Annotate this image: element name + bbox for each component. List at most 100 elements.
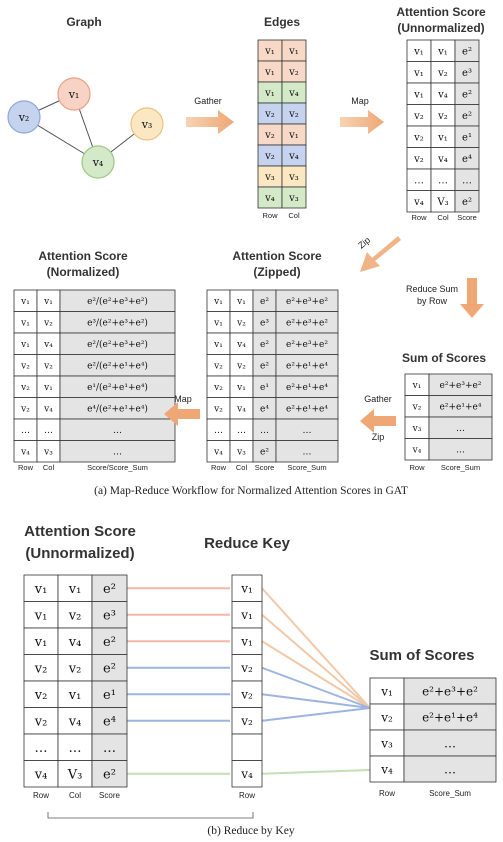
zipped-cell-text: v₄ bbox=[213, 447, 223, 457]
caption-a: (a) Map-Reduce Workflow for Normalized A… bbox=[94, 485, 408, 497]
zipped-subtitle: (Zipped) bbox=[253, 265, 300, 279]
unnorm-b-cell-text: e³ bbox=[103, 608, 116, 623]
reduce-key-cell-text: v₂ bbox=[240, 661, 253, 675]
reduce-key-cell-text: v₁ bbox=[240, 635, 253, 649]
zipped-cell-text: e² bbox=[260, 340, 269, 350]
sum-b-cell bbox=[403, 703, 497, 731]
normalized-cell-text: v₁ bbox=[20, 318, 30, 328]
reduce-label-line2: by Row bbox=[417, 296, 448, 306]
normalized-cell-text: … bbox=[21, 426, 30, 436]
zipped-cell-text: v₁ bbox=[213, 340, 223, 350]
unnorm-b-cell bbox=[57, 760, 93, 788]
unnorm-a-cell-text: … bbox=[462, 175, 472, 186]
normalized-cell-text: v₁ bbox=[43, 297, 53, 307]
sum-b-col-label: Row bbox=[379, 789, 395, 798]
unnorm-b-cell-text: v₂ bbox=[34, 661, 48, 676]
normalized-cell-text: v₂ bbox=[20, 361, 30, 371]
normalized-cell-text: e²/(e²+e¹+e⁴) bbox=[87, 360, 148, 371]
zipped-col-label: Score_Sum bbox=[287, 463, 326, 472]
normalized-cell bbox=[59, 440, 176, 463]
unnorm-b-cell-text: e² bbox=[103, 582, 116, 597]
unnorm-b-cell bbox=[91, 574, 128, 602]
zipped-cell-text: … bbox=[214, 426, 223, 436]
sum-b-cell-text: v₂ bbox=[380, 710, 393, 724]
unnorm-a-cell-text: … bbox=[414, 175, 424, 186]
edges-cell-text: v₂ bbox=[264, 151, 275, 162]
zipped-cell-text: e³ bbox=[260, 318, 269, 328]
normalized-cell-text: … bbox=[113, 447, 122, 457]
edges-cell-text: v₁ bbox=[288, 130, 299, 141]
zipped-cell-text: e²+e³+e² bbox=[286, 318, 328, 328]
sum-b-col-label: Score_Sum bbox=[429, 789, 471, 798]
unnorm-a-cell-text: e² bbox=[462, 197, 472, 208]
zipped-cell-text: e² bbox=[260, 297, 269, 307]
unnorm-a-cell-text: v₁ bbox=[437, 46, 448, 57]
unnorm-b-cell bbox=[23, 760, 59, 788]
unnorm-b-cell-text: V₃ bbox=[67, 767, 83, 782]
edges-cell-text: v₃ bbox=[264, 172, 275, 183]
unnorm-b-col-label: Col bbox=[69, 791, 81, 800]
zipped-cell-text: e²+e¹+e⁴ bbox=[286, 361, 328, 371]
unnorm-b-cell-text: v₄ bbox=[68, 635, 82, 650]
normalized-col-label: Col bbox=[43, 463, 55, 472]
graph-node-v2 bbox=[7, 100, 41, 134]
normalized-cell-text: e²/(e²+e³+e²) bbox=[87, 339, 148, 350]
sum-a-cell-text: v₃ bbox=[412, 424, 422, 434]
zipped-cell-text: e²+e³+e² bbox=[286, 340, 328, 350]
graph-title: Graph bbox=[66, 15, 101, 29]
edges-cell-text: v₃ bbox=[288, 172, 299, 183]
unnorm-a-cell bbox=[454, 190, 480, 213]
unnorm-b-cell-text: v₁ bbox=[68, 582, 82, 597]
zipped-cell-text: e⁴ bbox=[260, 404, 269, 414]
sum-b-cell-text: v₁ bbox=[380, 684, 393, 698]
zipped-cell-text: v₂ bbox=[213, 383, 223, 393]
reduce-key-cell bbox=[231, 601, 263, 629]
unnorm-a-cell-text: v₂ bbox=[413, 154, 424, 165]
map-arrow bbox=[340, 110, 384, 134]
unnorm-a-cell-text: v₁ bbox=[413, 89, 424, 100]
sum-b-cell bbox=[403, 677, 497, 705]
zipped-cell-text: e² bbox=[260, 361, 269, 371]
zipped-col-label: Col bbox=[236, 463, 248, 472]
unnorm-b-cell-text: v₁ bbox=[34, 608, 48, 623]
graph-node-v2-label: v₂ bbox=[18, 111, 30, 124]
zipped-cell-text: e¹ bbox=[260, 383, 269, 393]
reduce-key-cell-text: v₄ bbox=[240, 767, 253, 781]
sum-b-cell bbox=[369, 755, 405, 783]
sum-b-cell bbox=[369, 729, 405, 757]
unnorm-b-cell-text: e² bbox=[103, 635, 116, 650]
zip-label: Zip bbox=[356, 235, 372, 251]
normalized-cell-text: v₂ bbox=[20, 383, 30, 393]
zipped-cell-text: v₂ bbox=[213, 361, 223, 371]
unnorm-a-cell-text: e¹ bbox=[462, 132, 472, 143]
unnorm-b-cell bbox=[23, 733, 59, 761]
unnorm-b-cell bbox=[91, 627, 128, 655]
sum-a-cell-text: v₄ bbox=[412, 445, 422, 455]
zipped-cell-text: e²+e³+e² bbox=[286, 297, 328, 307]
normalized-cell-text: e⁴/(e²+e¹+e⁴) bbox=[87, 403, 148, 414]
normalized-cell-text: e¹/(e²+e¹+e⁴) bbox=[87, 382, 148, 393]
reduce-key-cell-text: v₁ bbox=[240, 608, 253, 622]
edges-cell-text: v₂ bbox=[288, 109, 299, 120]
reduce-arrow bbox=[460, 278, 484, 318]
normalized-cell-text: v₄ bbox=[20, 447, 30, 457]
edges-cell-text: v₁ bbox=[264, 67, 275, 78]
unnorm-b-cell bbox=[91, 707, 128, 735]
edges-cell-text: v₄ bbox=[264, 193, 275, 204]
unnorm-a-cell-text: v₄ bbox=[437, 89, 448, 100]
unnorm-b-cell-text: v₂ bbox=[68, 661, 82, 676]
unnorm-b-col-label: Row bbox=[33, 791, 49, 800]
zipped-cell-text: … bbox=[260, 426, 269, 436]
unnorm-b-cell bbox=[91, 733, 128, 761]
reduce-key-cell bbox=[231, 733, 263, 761]
unnorm-b-cell-text: v₁ bbox=[68, 688, 82, 703]
reduce-key-cell-text: v₂ bbox=[240, 688, 253, 702]
zipped-cell-text: v₁ bbox=[213, 318, 223, 328]
sum-b-cell-text: v₃ bbox=[380, 736, 393, 750]
reduce-key-cell-text: v₁ bbox=[240, 582, 253, 596]
fan-line bbox=[261, 640, 371, 709]
normalized-col-label: Score/Score_Sum bbox=[87, 463, 148, 472]
caption-b: (b) Reduce by Key bbox=[207, 825, 294, 837]
